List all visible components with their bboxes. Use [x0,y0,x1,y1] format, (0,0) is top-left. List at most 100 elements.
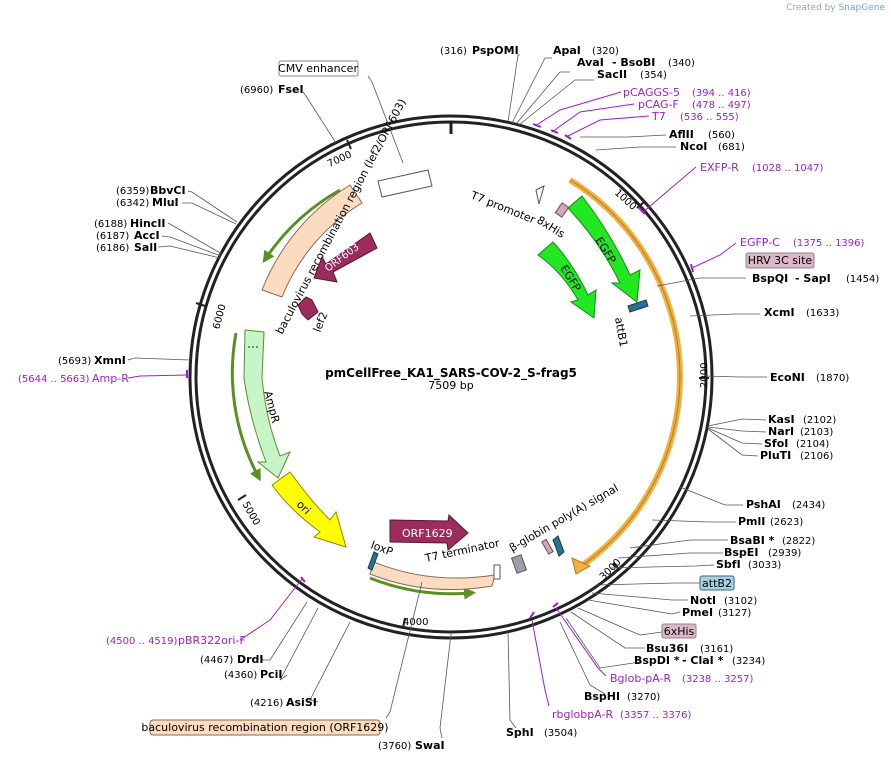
primer-pos-egfpc: (1375 .. 1396) [793,238,865,249]
cmv-enhancer-box [377,169,433,198]
site-bsobi: - BsoBI [612,56,655,69]
site-bspdi: BspDI * [634,654,680,667]
site-sapi: - SapI [795,272,831,285]
primer-pos-exfpr: (1028 .. 1047) [752,163,824,174]
cmv-enhancer-text: CMV enhancer [278,62,358,75]
snapgene-credit: Created by SnapGene [786,3,885,13]
site-pos-bsphi: (3270) [627,692,660,703]
primer-pcagf: pCAG-F [638,98,679,111]
site-pos-pshai: (2434) [792,500,825,511]
site-ncoi: NcoI [680,140,707,153]
baculo-orf1629-text: baculovirus recombination region (ORF162… [141,721,388,734]
credit-prefix: Created by [786,3,836,13]
baculo-lef2-band: baculovirus recombination region (lef2/O… [261,97,409,336]
hrv-3c-text: HRV 3C site [748,254,813,267]
hrv-3c-label: HRV 3C site [745,252,815,269]
ori-arrow: ori [271,471,347,548]
primer-ampr: Amp-R [92,372,129,385]
site-fsei: FseI [278,83,304,96]
attb1-marker [627,299,649,313]
site-bspqi: BspQI [752,272,788,285]
site-pos-bspei: (2939) [768,548,801,559]
site-pos-econi: (1870) [816,373,849,384]
site-kasi: KasI [768,413,795,426]
bglobin-marker [510,554,528,574]
site-bsabi: BsaBI * [730,534,775,547]
plasmid-name: pmCellFree_KA1_SARS-COV-2_S-frag5 [325,366,577,381]
site-pos-pspomi: (316) [440,46,467,57]
primer-pos-t7: (536 .. 555) [680,112,739,123]
site-sacii: SacII [597,68,627,81]
site-bbvci: BbvCI [150,184,186,197]
primer-pos-ampr: (5644 .. 5663) [18,374,90,385]
site-pos-noti: (3102) [724,596,757,607]
site-pshai: PshAI [746,498,781,511]
his8-label: 8xHis [534,214,567,241]
site-clai: - ClaI * [682,654,724,667]
site-pos-bspqi: (1454) [846,274,879,285]
site-sbfi: SbfI [716,558,741,571]
primer-pcaggs5: pCAGGS-5 [623,86,680,99]
site-pmei: PmeI [682,606,713,619]
site-avai: AvaI [577,56,604,69]
snapgene-logo: SnapGene [838,3,885,13]
primer-t7: T7 [651,110,666,123]
ampr-arrow: AmpR [243,329,291,479]
site-pmli: PmlI [738,515,765,528]
site-pos-aflii: (560) [708,130,735,141]
primer-lines [127,91,737,707]
attb2-text: attB2 [702,577,732,590]
t7-terminator-marker [493,564,501,580]
teal-marker-lower [552,535,565,557]
site-pos-nari: (2103) [800,427,833,438]
site-hincii: HincII [130,217,166,230]
primer-ticks [186,123,694,619]
site-pos-bbvci: (6359) [116,186,149,197]
site-aflii: AflII [669,128,694,141]
site-pspomi: PspOMI [472,44,519,57]
tick-marks [195,139,709,629]
site-pos-pmei: (3127) [718,608,751,619]
primer-pos-pcagf: (478 .. 497) [692,100,751,111]
primer-pos-pcaggs5: (394 .. 416) [692,88,751,99]
bglobin-label: β-globin poly(A) signal [507,481,621,554]
plasmid-size: 7509 bp [428,379,473,392]
site-pos-bsu36i: (3161) [700,644,733,655]
site-pos-bspdi: (3234) [732,656,765,667]
site-mlui: MluI [152,196,179,209]
site-pos-swai: (3760) [378,741,411,752]
site-pos-asisi: (4216) [250,698,283,709]
site-bsu36i: Bsu36I [646,642,688,655]
his8-marker [554,202,570,218]
primer-exfpr: EXFP-R [700,161,739,174]
site-pos-fsei: (6960) [240,85,273,96]
site-pos-sbfi: (3033) [748,560,781,571]
site-pos-xcmi: (1633) [806,308,839,319]
primer-rbglobpar: rbglobpA-R [552,708,613,721]
site-xcmi: XcmI [764,306,795,319]
restriction-sites: (316) PspOMI ApaI (320) AvaI - BsoBI (34… [58,44,879,752]
site-sphi: SphI [506,726,534,739]
primer-pbr322orif: pBR322ori-F [178,634,246,647]
his6-label: 6xHis [661,623,697,639]
cmv-enhancer-label: CMV enhancer [278,60,359,77]
site-bsphi: BspHI [584,690,620,703]
site-pos-bsabi: (2822) [782,536,815,547]
site-pos-kasi: (2102) [803,415,836,426]
site-pos-avai: (340) [668,58,695,69]
site-sali: SalI [134,241,157,254]
primer-pos-rbglobpar: (3357 .. 3376) [620,710,692,721]
site-pos-sali: (6186) [96,243,129,254]
tick-6000: 6000 [211,303,228,330]
site-pos-acci: (6187) [96,231,129,242]
site-pos-mlui: (6342) [116,198,149,209]
site-acci: AccI [134,229,160,242]
attb2-label: attB2 [699,575,735,591]
site-pos-sfoi: (2104) [796,439,829,450]
site-drdi: DrdI [237,653,264,666]
site-xmni: XmnI [94,354,126,367]
site-noti: NotI [690,594,716,607]
primer-pos-pbr322orif: (4500 .. 4519) [106,636,178,647]
attb1-label: attB1 [612,316,630,348]
